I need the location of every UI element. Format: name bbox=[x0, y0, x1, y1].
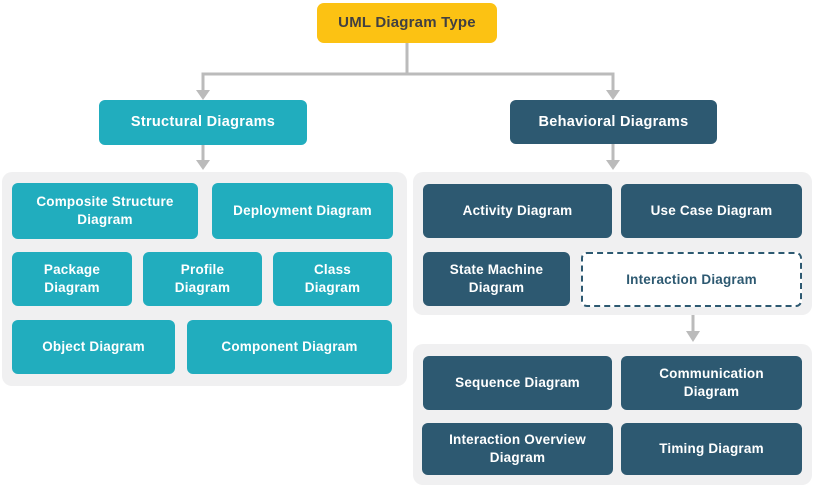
branch-header-structural-diagrams: Structural Diagrams bbox=[99, 100, 307, 145]
connector-root-split bbox=[201, 72, 615, 92]
node-timing-diagram: Timing Diagram bbox=[621, 423, 802, 475]
node-use-case-diagram: Use Case Diagram bbox=[621, 184, 802, 238]
root-node-uml-diagram-type: UML Diagram Type bbox=[317, 3, 497, 43]
node-class-diagram: Class Diagram bbox=[273, 252, 392, 306]
arrowhead-to-structural-header bbox=[196, 90, 210, 100]
node-interaction-overview-diagram: Interaction Overview Diagram bbox=[422, 423, 613, 475]
node-activity-diagram: Activity Diagram bbox=[423, 184, 612, 238]
branch-header-behavioral-diagrams: Behavioral Diagrams bbox=[510, 100, 717, 144]
node-object-diagram: Object Diagram bbox=[12, 320, 175, 374]
node-package-diagram: Package Diagram bbox=[12, 252, 132, 306]
arrowhead-to-behavioral-header bbox=[606, 90, 620, 100]
node-sequence-diagram: Sequence Diagram bbox=[423, 356, 612, 410]
node-deployment-diagram: Deployment Diagram bbox=[212, 183, 393, 239]
node-composite-structure-diagram: Composite Structure Diagram bbox=[12, 183, 198, 239]
node-state-machine-diagram: State Machine Diagram bbox=[423, 252, 570, 306]
arrowhead-to-behavioral-panel bbox=[606, 160, 620, 170]
node-interaction-diagram: Interaction Diagram bbox=[581, 252, 802, 307]
node-profile-diagram: Profile Diagram bbox=[143, 252, 262, 306]
arrowhead-to-structural-panel bbox=[196, 160, 210, 170]
node-communication-diagram: Communication Diagram bbox=[621, 356, 802, 410]
node-component-diagram: Component Diagram bbox=[187, 320, 392, 374]
arrowhead-to-interaction-panel bbox=[686, 331, 700, 342]
